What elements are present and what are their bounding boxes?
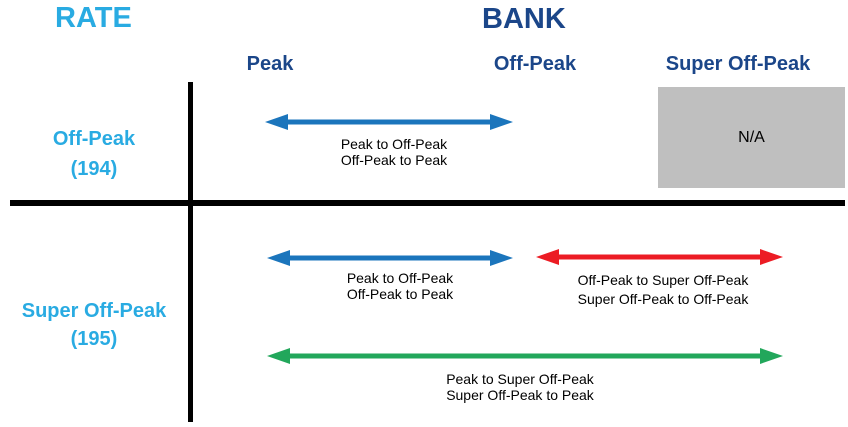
arrow-label-line: Off-Peak to Super Off-Peak <box>577 272 749 288</box>
bank-axis-title: BANK <box>482 3 566 35</box>
arrow-label-line: Super Off-Peak to Peak <box>446 387 594 403</box>
arrow-label-line: Peak to Super Off-Peak <box>446 371 594 387</box>
double-arrow-blue-row2-icon <box>267 250 513 266</box>
arrow-label-blue-row1: Peak to Off-Peak Off-Peak to Peak <box>294 136 494 168</box>
arrow-label-line: Peak to Off-Peak <box>340 136 448 152</box>
arrow-label-line: Super Off-Peak to Off-Peak <box>577 291 749 307</box>
arrow-label-line: Off-Peak to Peak <box>346 285 454 302</box>
double-arrow-blue-row1-icon <box>265 114 513 130</box>
row-header-super-off-peak-code: (195) <box>70 328 118 350</box>
row-header-off-peak-code: (194) <box>70 158 118 180</box>
double-arrow-green-icon <box>267 348 783 364</box>
arrow-label-red: Off-Peak to Super Off-Peak Super Off-Pea… <box>543 271 783 309</box>
row-header-off-peak: Off-Peak <box>52 128 136 150</box>
na-cell-label: N/A <box>738 128 765 146</box>
row-header-super-off-peak: Super Off-Peak <box>21 300 167 322</box>
rate-axis-title: RATE <box>55 2 132 34</box>
arrow-label-blue-row2: Peak to Off-Peak Off-Peak to Peak <box>300 270 500 302</box>
column-header-super-off-peak: Super Off-Peak <box>665 53 811 75</box>
arrow-label-line: Peak to Off-Peak <box>346 270 454 286</box>
double-arrow-red-icon <box>536 249 783 265</box>
vertical-divider-line <box>188 82 193 422</box>
arrow-label-green: Peak to Super Off-Peak Super Off-Peak to… <box>390 371 650 403</box>
arrow-label-line: Off-Peak to Peak <box>340 151 448 168</box>
horizontal-divider-line <box>10 200 845 206</box>
column-header-off-peak: Off-Peak <box>493 53 577 75</box>
na-cell: N/A <box>658 87 845 188</box>
column-header-peak: Peak <box>246 53 294 75</box>
